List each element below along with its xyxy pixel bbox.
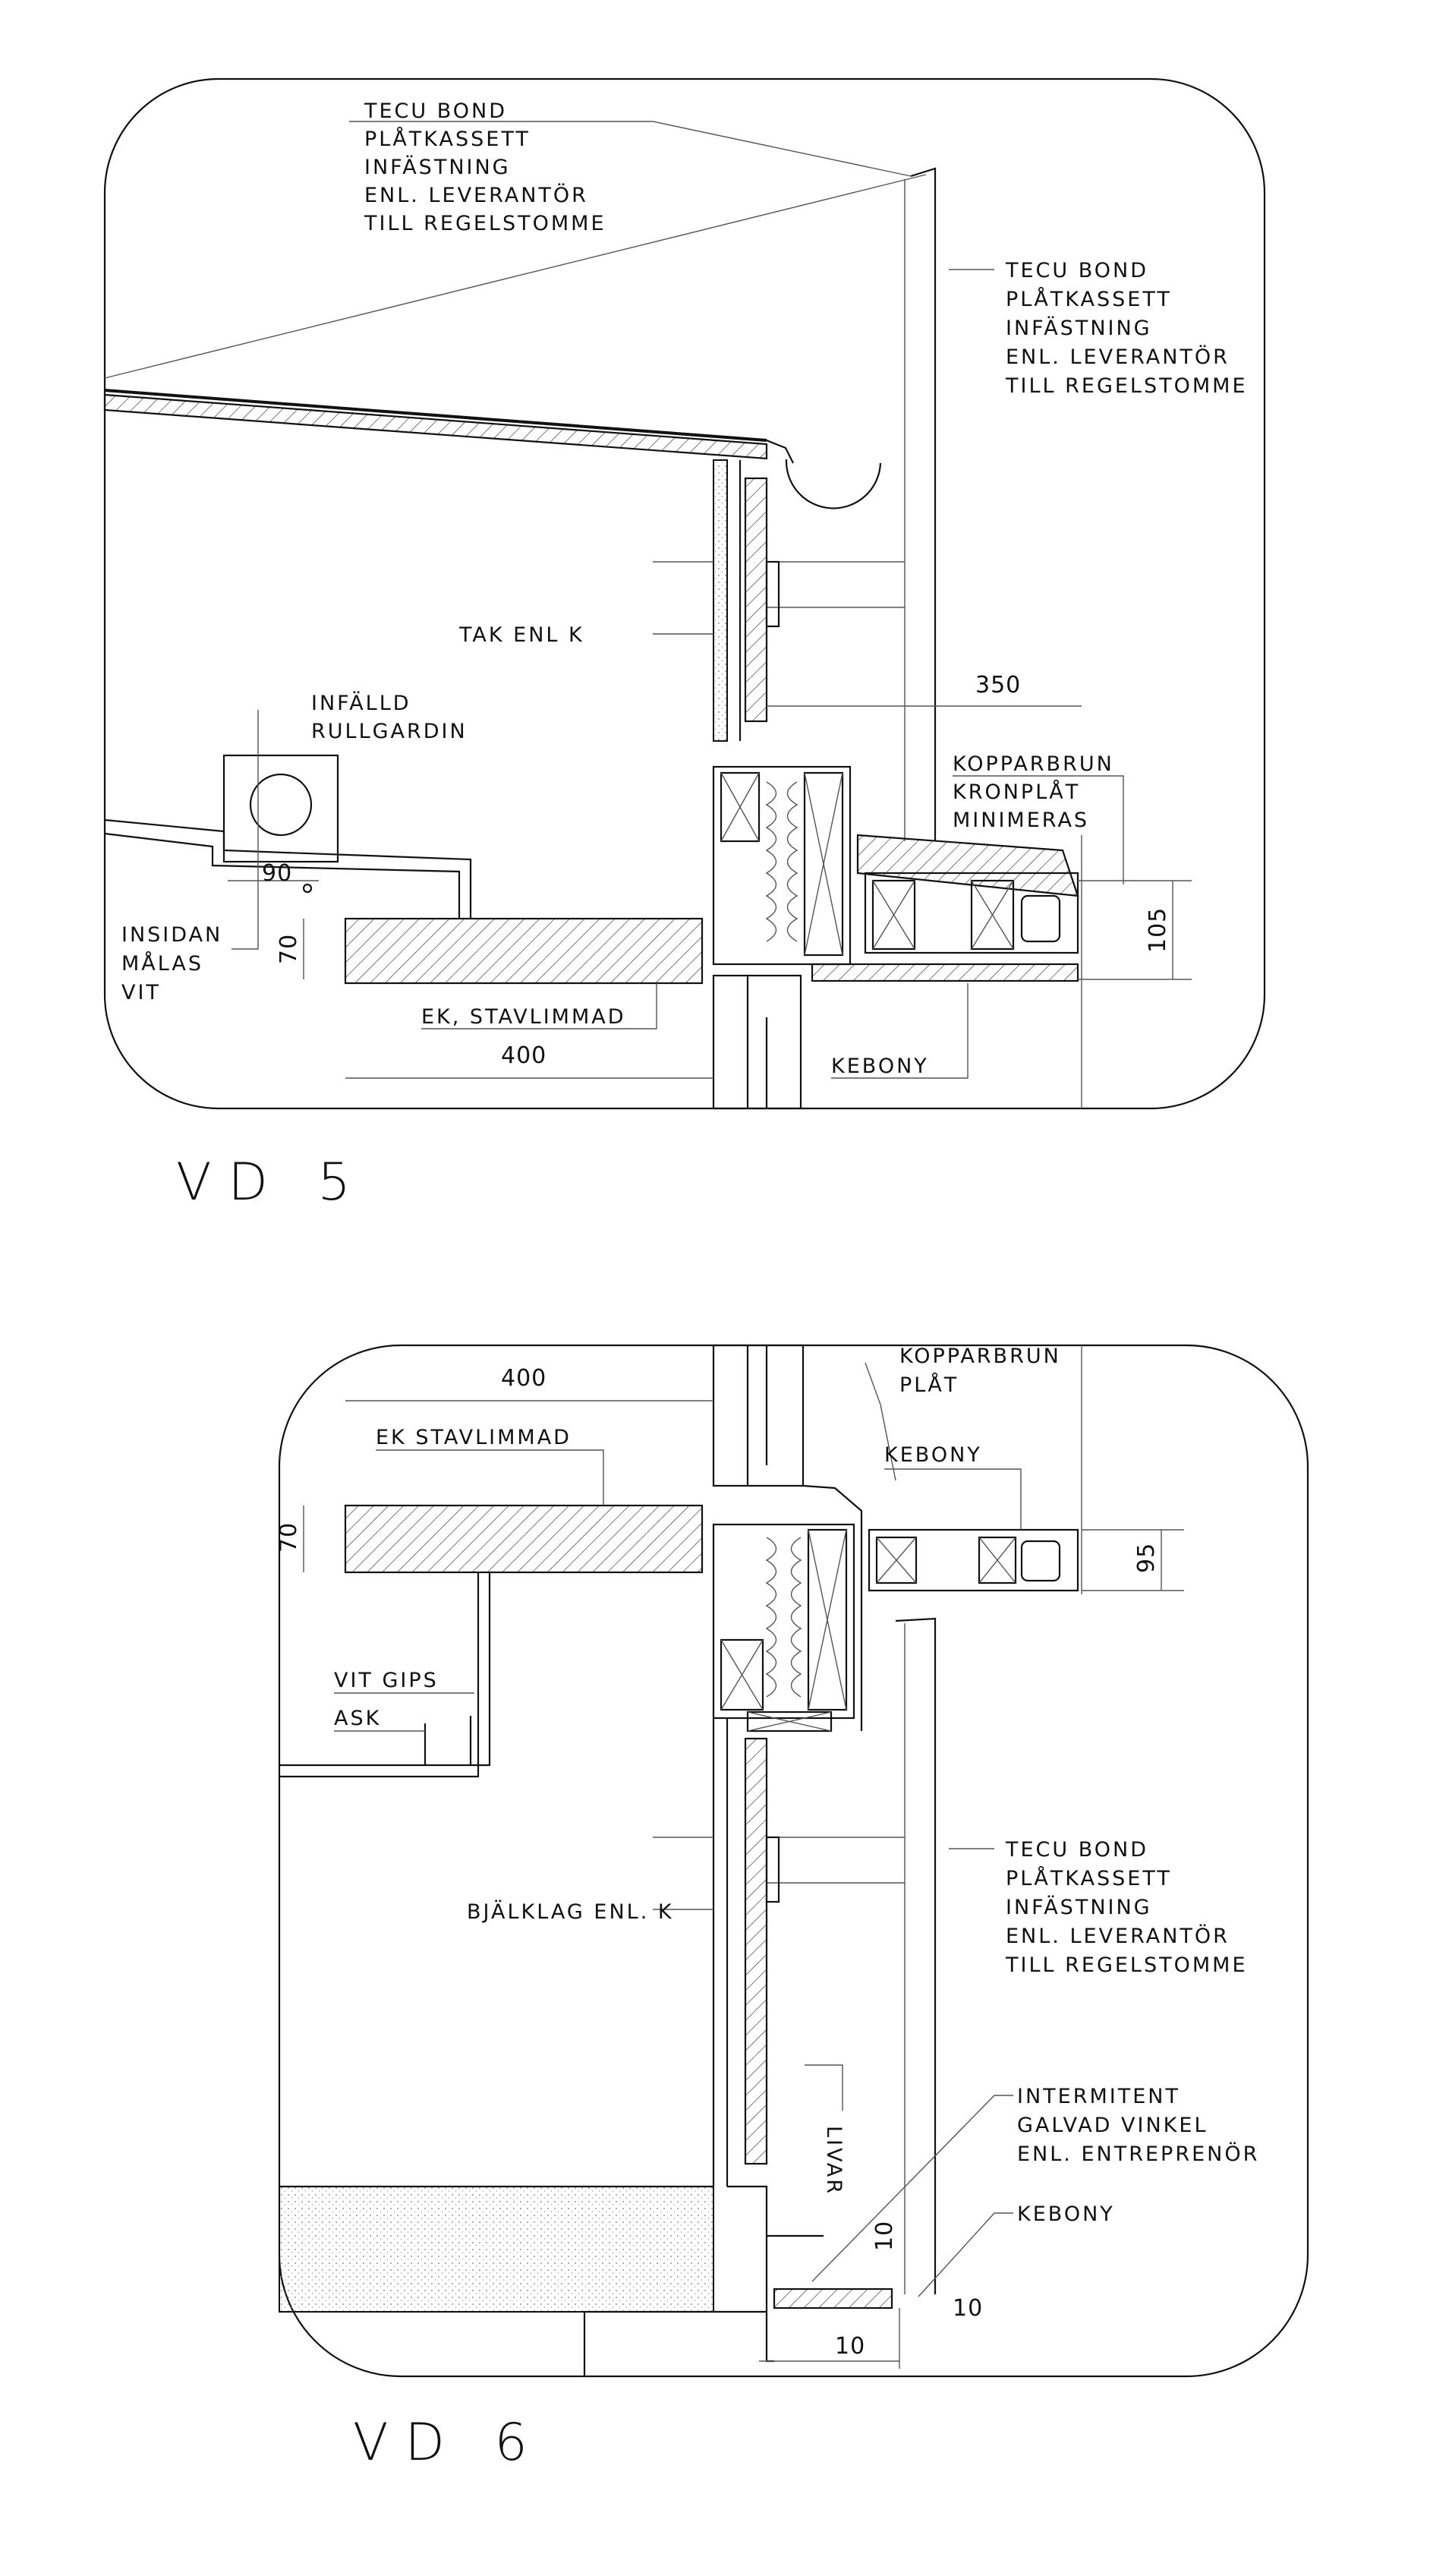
vd6-window-frame [712, 1344, 805, 1487]
vd6-dim-10-right: 10 [953, 2295, 983, 2322]
vd6-interior [279, 1572, 767, 2376]
vd5-cassette-right-label-3: INFÄSTNING [1006, 316, 1152, 340]
vd6-gips-label: VIT GIPS [334, 1669, 439, 1692]
vd5-window-frame [712, 974, 802, 1110]
vd5-cassette-panel [785, 167, 937, 841]
vd6-cassette-label-4: ENL. LEVERANTÖR [1006, 1924, 1230, 1948]
vd6-kebony-soffit [868, 1345, 1082, 1594]
vd6-angle-label-2: GALVAD VINKEL [1017, 2114, 1208, 2137]
vd5-inside-label-3: VIT [121, 981, 161, 1004]
vd6-oak-label: EK STAVLIMMAD [376, 1426, 572, 1449]
vd6-cassette-label-3: INFÄSTNING [1006, 1895, 1152, 1919]
vd5-dim-400: 400 [501, 1042, 546, 1069]
vd5-blind-label-1: INFÄLLD [311, 691, 411, 715]
vd6-cassette-label-5: TILL REGELSTOMME [1005, 1953, 1248, 1977]
vd6-wall [712, 1718, 905, 2237]
vd5-kebony-label: KEBONY [831, 1055, 929, 1078]
vd5-copper-label-3: MINIMERAS [953, 809, 1089, 832]
vd6-dim-95: 95 [1133, 1543, 1160, 1573]
vd5-roof-label: TAK ENL K [458, 623, 584, 647]
vd6-insulation [712, 1484, 863, 1733]
vd5-insulation [712, 765, 852, 966]
vd6-cassette-panel [895, 1617, 937, 2294]
vd6-oak-sill [344, 1504, 704, 1574]
vd6-beam-label: BJÄLKLAG ENL. K [467, 1900, 674, 1924]
vd5-leaders [232, 121, 1124, 1079]
vd5-cassette-right-label-2: PLÅTKASSETT [1006, 287, 1172, 311]
vd6-copper-label-2: PLÅT [899, 1373, 959, 1397]
vd5-title: VD 5 [176, 1152, 367, 1212]
vd5-cassette-top-label-4: ENL. LEVERANTÖR [364, 183, 588, 207]
vd6-angle-label-1: INTERMITENT [1017, 2085, 1180, 2108]
vd5-cassette-top-label-2: PLÅTKASSETT [364, 127, 531, 151]
vd5-wall [713, 459, 905, 742]
vd6-title: VD 6 [353, 2413, 544, 2473]
vd6-kebony-bottom-label: KEBONY [1017, 2202, 1115, 2226]
vd6-dim-10-bottom: 10 [835, 2333, 865, 2360]
vd6-livar-label: LIVAR [822, 2126, 846, 2196]
vd6-cassette-label-2: PLÅTKASSETT [1006, 1866, 1172, 1890]
vd5-cassette-top-label-1: TECU BOND [364, 99, 507, 123]
vd5-frame [103, 77, 1266, 1110]
vd5-cassette-top-label-5: TILL REGELSTOMME [364, 212, 606, 235]
vd5-dim-105: 105 [1145, 907, 1171, 953]
vd5-cassette-right-label-1: TECU BOND [1005, 259, 1148, 282]
vd6-kebony-top-label: KEBONY [884, 1443, 982, 1467]
vd5-window-sill [104, 754, 472, 919]
vd5-cassette-top-label-3: INFÄSTNING [364, 155, 511, 179]
vd6-dimensions [303, 1400, 1184, 2369]
vd5-blind-label-2: RULLGARDIN [311, 720, 468, 743]
vd5-cassette-right-label-4: ENL. LEVERANTÖR [1006, 345, 1230, 369]
vd6-dim-70: 70 [276, 1522, 302, 1553]
vd5-inside-label-2: MÅLAS [121, 951, 203, 976]
vd5-oak-label: EK, STAVLIMMAD [421, 1005, 626, 1029]
vd6-angle-label-3: ENL. ENTREPRENÖR [1017, 2142, 1259, 2166]
vd5-oak-sill [344, 917, 704, 985]
vd5-dimensions [228, 705, 1192, 1079]
vd6-copper-label-1: KOPPARBRUN [899, 1345, 1061, 1368]
vd6-dim-400: 400 [501, 1365, 546, 1392]
vd6-cassette-label-1: TECU BOND [1005, 1838, 1148, 1862]
vd6-leaders [334, 1362, 1022, 2297]
vd6-dim-10-vertical: 10 [871, 2221, 898, 2251]
vd5-copper-label-2: KRONPLÅT [953, 780, 1080, 804]
detail-vd6: 400 EK STAVLIMMAD 70 KOPPARBRUN PLÅT KEB… [276, 1344, 1309, 2473]
vd6-angle [765, 2236, 893, 2363]
vd5-inside-label-1: INSIDAN [121, 923, 222, 947]
vd5-soffit [811, 834, 1082, 1108]
vd5-dim-350: 350 [975, 672, 1021, 698]
vd5-dim-70: 70 [276, 934, 302, 964]
vd5-cassette-right-label-5: TILL REGELSTOMME [1005, 374, 1248, 398]
vd5-roof [103, 174, 927, 464]
detail-vd5: TECU BOND PLÅTKASSETT INFÄSTNING ENL. LE… [103, 77, 1266, 1212]
vd6-ask-label: ASK [334, 1707, 381, 1730]
vd5-dim-90: 90 [262, 860, 292, 887]
vd5-copper-label-1: KOPPARBRUN [953, 752, 1114, 776]
